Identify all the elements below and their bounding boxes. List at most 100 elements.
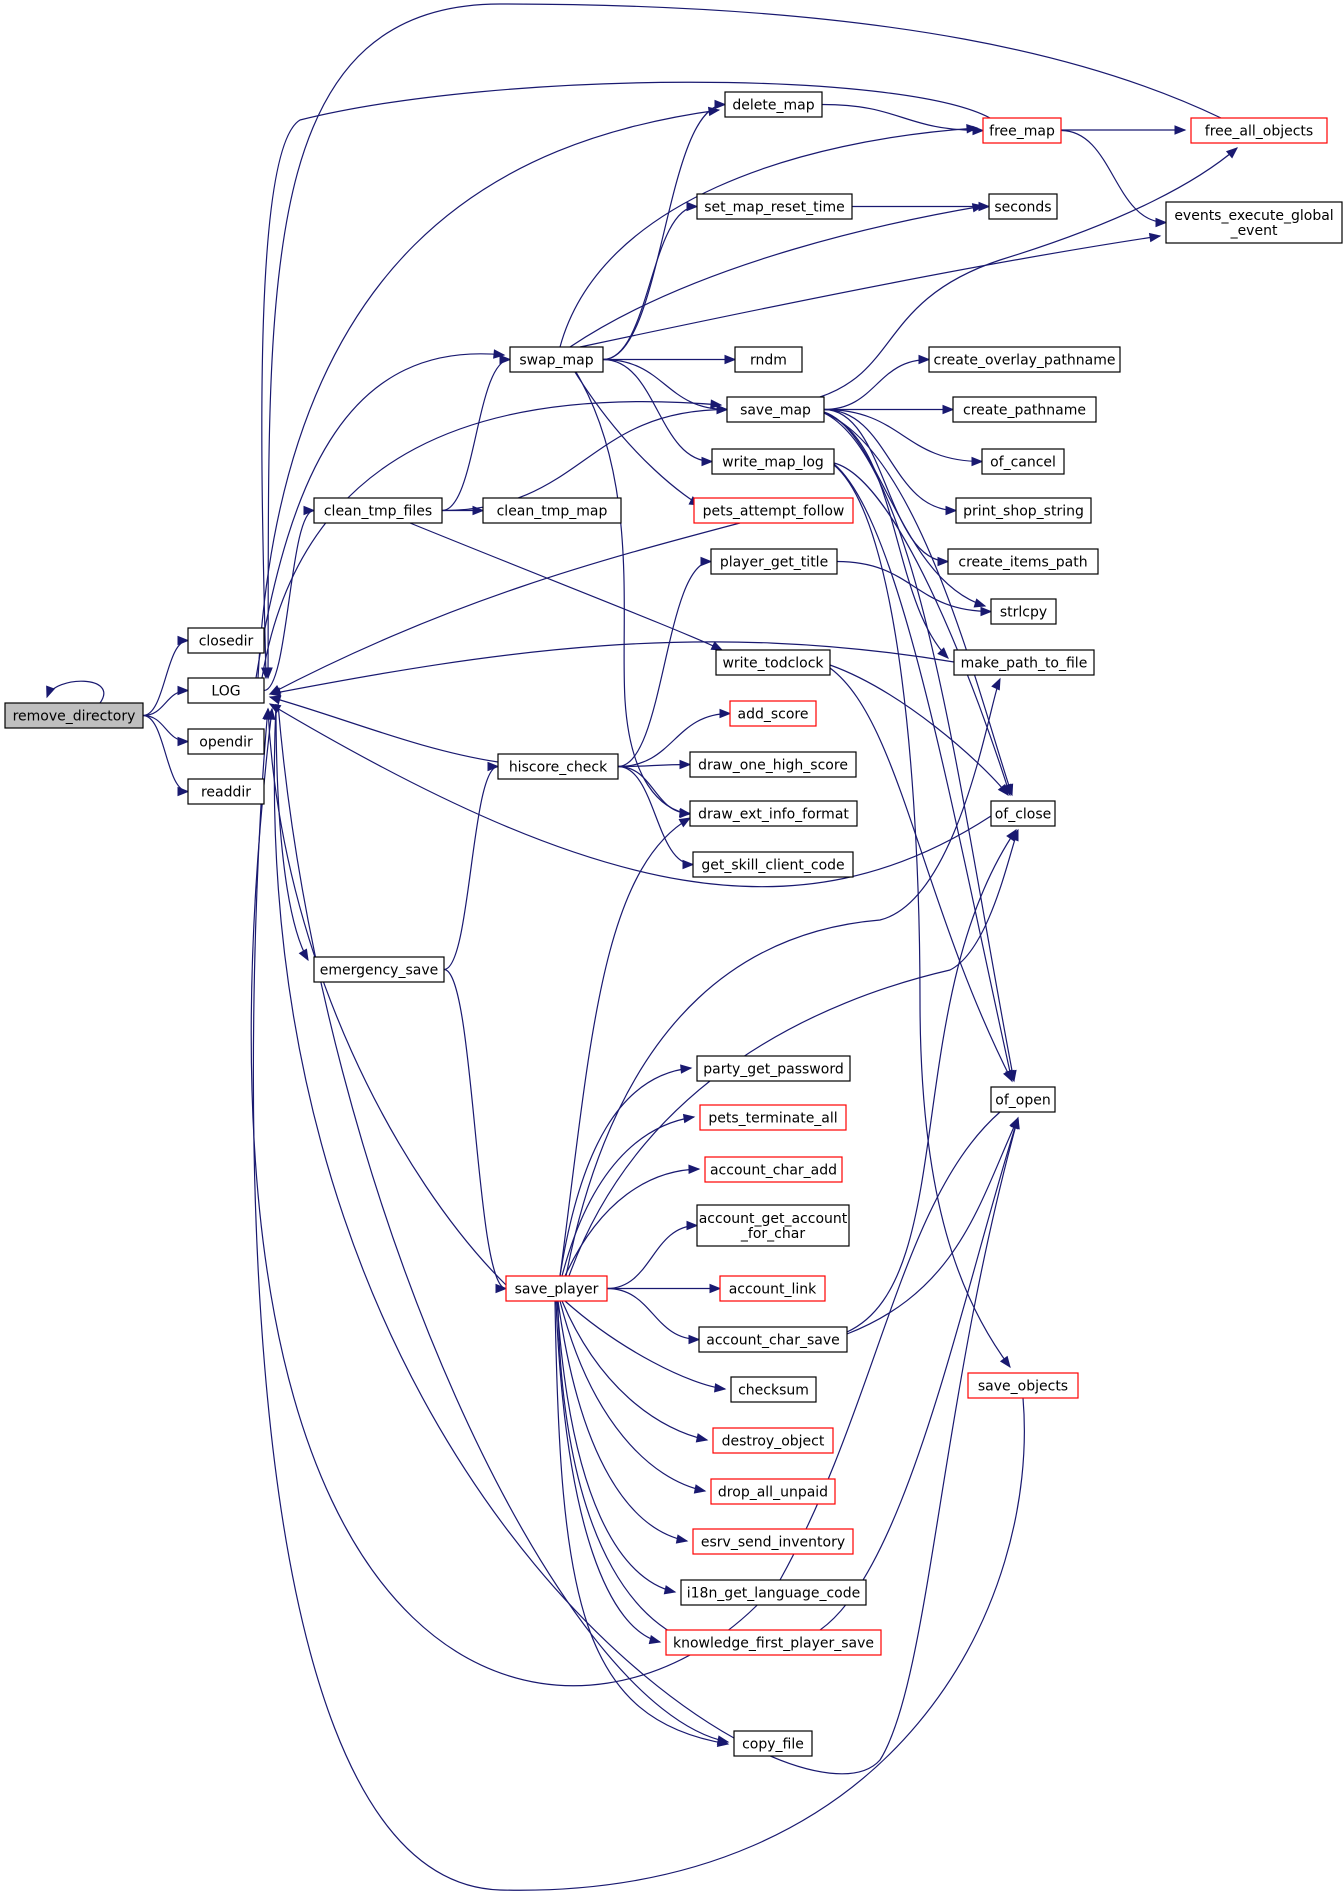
- node-hiscore_check[interactable]: hiscore_check: [497, 753, 619, 780]
- node-get_skill_client_code[interactable]: get_skill_client_code: [692, 851, 854, 878]
- node-create_overlay_pathname[interactable]: create_overlay_pathname: [928, 346, 1121, 373]
- node-copy_file[interactable]: copy_file: [733, 1730, 813, 1757]
- node-remove_directory[interactable]: remove_directory: [4, 702, 144, 729]
- node-account_char_save[interactable]: account_char_save: [698, 1326, 848, 1353]
- node-clean_tmp_map[interactable]: clean_tmp_map: [482, 497, 622, 524]
- edge-arrowhead: [177, 786, 190, 797]
- edge-save_player-to-checksum: [564, 1300, 727, 1393]
- node-esrv_send_inventory[interactable]: esrv_send_inventory: [692, 1528, 854, 1555]
- edge-make_path_to_file-to-LOG: [268, 641, 955, 697]
- edge-save_player-to-copy_file: [554, 1300, 730, 1747]
- edge-save_player-to-account_get_account_for_char: [606, 1220, 699, 1290]
- node-add_score[interactable]: add_score: [729, 700, 817, 727]
- node-save_player[interactable]: save_player: [505, 1275, 608, 1302]
- node-box: [947, 548, 1099, 575]
- node-player_get_title[interactable]: player_get_title: [710, 548, 838, 575]
- edge-line: [257, 109, 720, 679]
- edge-line: [617, 712, 731, 768]
- node-strlcpy[interactable]: strlcpy: [990, 598, 1057, 625]
- node-box: [696, 1055, 851, 1082]
- edge-line: [142, 689, 189, 717]
- node-box: [988, 193, 1058, 220]
- edge-arrowhead: [945, 505, 958, 516]
- edge-line: [255, 353, 505, 679]
- node-readdir[interactable]: readdir: [187, 778, 265, 805]
- node-set_map_reset_time[interactable]: set_map_reset_time: [696, 193, 853, 220]
- node-label: account_link: [729, 1282, 817, 1298]
- node-i18n_get_language_code[interactable]: i18n_get_language_code: [680, 1579, 867, 1606]
- edge-line: [443, 968, 507, 1290]
- edge-arrowhead: [710, 399, 723, 409]
- edge-arrowhead: [999, 1355, 1011, 1369]
- node-account_link[interactable]: account_link: [719, 1275, 826, 1302]
- node-of_cancel[interactable]: of_cancel: [981, 448, 1065, 475]
- node-free_map[interactable]: free_map: [982, 117, 1062, 144]
- node-account_char_add[interactable]: account_char_add: [704, 1156, 843, 1183]
- edge-arrowhead: [695, 1433, 709, 1443]
- edge-save_map-to-of_cancel: [823, 408, 984, 467]
- node-save_objects[interactable]: save_objects: [967, 1372, 1079, 1399]
- edge-line: [267, 708, 507, 1286]
- node-box: [693, 497, 854, 524]
- node-print_shop_string[interactable]: print_shop_string: [955, 497, 1092, 524]
- node-of_open[interactable]: of_open: [990, 1086, 1056, 1113]
- edge-line: [821, 103, 984, 132]
- node-box: [952, 396, 1097, 423]
- node-label: strlcpy: [1000, 605, 1047, 621]
- edge-clean_tmp_files-to-write_todclock: [409, 522, 724, 651]
- node-LOG[interactable]: LOG: [187, 677, 265, 704]
- edge-line: [269, 703, 992, 888]
- node-opendir[interactable]: opendir: [187, 728, 265, 755]
- node-account_get_account_for_char[interactable]: account_get_account_for_char: [696, 1204, 850, 1247]
- edge-of_open-to-LOG: [250, 707, 1001, 1687]
- node-create_pathname[interactable]: create_pathname: [952, 396, 1097, 423]
- node-knowledge_first_player_save[interactable]: knowledge_first_player_save: [665, 1629, 882, 1656]
- edge-arrowhead: [499, 354, 512, 365]
- node-closedir[interactable]: closedir: [187, 627, 265, 654]
- node-box: [689, 751, 857, 778]
- node-clean_tmp_files[interactable]: clean_tmp_files: [313, 497, 443, 524]
- node-box: [729, 700, 817, 727]
- edge-save_map-to-create_overlay_pathname: [823, 354, 931, 411]
- edge-LOG-to-delete_map: [257, 106, 721, 679]
- edge-hiscore_check-to-add_score: [617, 708, 732, 768]
- node-checksum[interactable]: checksum: [730, 1376, 817, 1403]
- node-box: [967, 1372, 1079, 1399]
- edge-LOG-to-swap_map: [255, 349, 506, 679]
- node-emergency_save[interactable]: emergency_save: [313, 956, 445, 983]
- node-pets_terminate_all[interactable]: pets_terminate_all: [699, 1104, 847, 1131]
- node-write_todclock[interactable]: write_todclock: [715, 649, 831, 676]
- node-label: write_todclock: [722, 656, 824, 672]
- edge-line: [441, 358, 511, 512]
- node-drop_all_unpaid[interactable]: drop_all_unpaid: [710, 1478, 836, 1505]
- node-make_path_to_file[interactable]: make_path_to_file: [953, 649, 1095, 676]
- node-pets_attempt_follow[interactable]: pets_attempt_follow: [693, 497, 854, 524]
- edge-line: [602, 358, 713, 463]
- node-save_map[interactable]: save_map: [726, 396, 825, 423]
- node-draw_ext_info_format[interactable]: draw_ext_info_format: [689, 800, 858, 827]
- node-free_all_objects[interactable]: free_all_objects: [1190, 117, 1328, 144]
- node-create_items_path[interactable]: create_items_path: [947, 548, 1099, 575]
- edge-line: [277, 703, 729, 1743]
- node-destroy_object[interactable]: destroy_object: [712, 1427, 834, 1454]
- node-party_get_password[interactable]: party_get_password: [696, 1055, 851, 1082]
- node-delete_map[interactable]: delete_map: [724, 91, 823, 118]
- node-swap_map[interactable]: swap_map: [509, 346, 604, 373]
- node-label: esrv_send_inventory: [701, 1535, 845, 1551]
- edge-arrowhead: [678, 817, 692, 828]
- node-box: [313, 956, 445, 983]
- node-of_close[interactable]: of_close: [990, 800, 1056, 827]
- node-write_map_log[interactable]: write_map_log: [711, 448, 835, 475]
- node-draw_one_high_score[interactable]: draw_one_high_score: [689, 751, 857, 778]
- node-label: create_items_path: [958, 555, 1087, 571]
- node-label: of_close: [995, 807, 1052, 823]
- edge-arrowhead: [707, 106, 721, 117]
- edge-save_player-to-esrv_send_inventory: [557, 1300, 689, 1544]
- edge-arrowhead: [716, 404, 729, 415]
- edge-arrowhead: [675, 1534, 689, 1544]
- node-rndm[interactable]: rndm: [734, 346, 803, 373]
- edge-line: [557, 1300, 688, 1542]
- node-events_execute_global_event[interactable]: events_execute_global_event: [1165, 201, 1343, 244]
- edge-line: [559, 1300, 706, 1492]
- node-seconds[interactable]: seconds: [988, 193, 1058, 220]
